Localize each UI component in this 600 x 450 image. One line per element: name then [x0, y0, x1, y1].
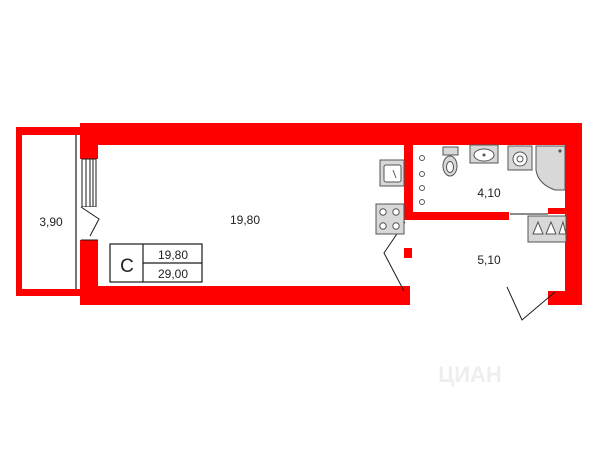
sink-icon — [379, 159, 405, 187]
washbasin-icon — [413, 148, 431, 210]
walls — [16, 123, 582, 305]
watermark-logo: ЦИАН — [438, 362, 502, 387]
hall-area-label: 5,10 — [477, 253, 501, 267]
toilet-icon — [442, 146, 459, 177]
washbasin-icon — [469, 144, 499, 164]
balcony — [17, 132, 77, 292]
bathroom-area-label: 4,10 — [477, 186, 501, 200]
total-area-value: 29,00 — [158, 267, 188, 281]
area-summary: С 19,80 29,00 — [109, 243, 203, 283]
door-icon — [80, 206, 100, 241]
living-area-value: 19,80 — [158, 248, 188, 262]
shower-tray-icon — [535, 145, 566, 191]
door-icon — [506, 286, 556, 321]
stove-burners-icon — [527, 215, 567, 243]
apartment-type: С — [120, 256, 134, 277]
window-icon — [81, 158, 97, 208]
balcony-area-label: 3,90 — [39, 215, 63, 229]
main-room-area-label: 19,80 — [230, 213, 260, 227]
stove-icon — [375, 203, 405, 235]
washing-machine-icon — [507, 145, 533, 171]
